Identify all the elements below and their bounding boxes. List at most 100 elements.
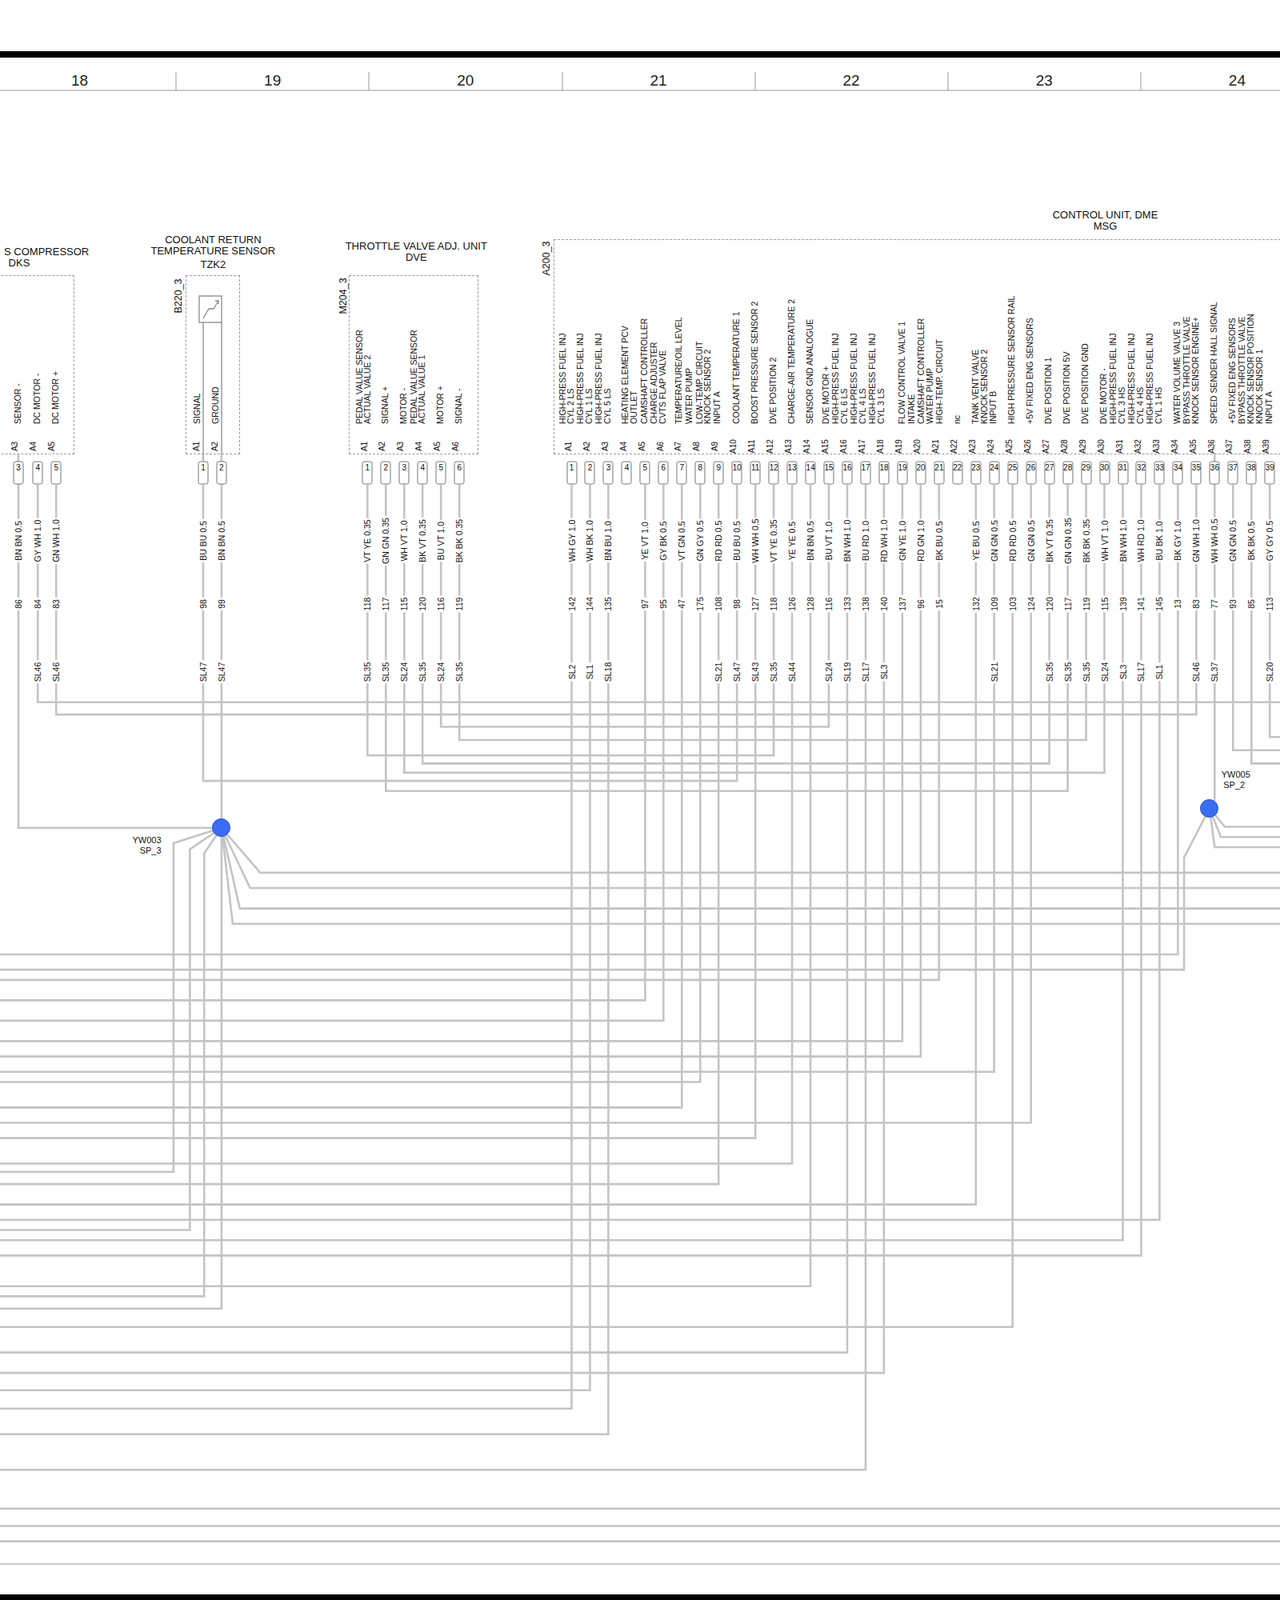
splice-code: SL35 (1080, 660, 1092, 684)
wire-color: BK VT 0.35 (417, 517, 428, 564)
pin-code: A14 (803, 439, 812, 454)
pin-code: A6 (452, 440, 460, 451)
connector-pin: 2 (380, 460, 392, 484)
pin-code: A23 (968, 439, 977, 454)
pin-function: CVTS FLAP VALVE (658, 349, 668, 424)
wire-color: RD GN 1.0 (916, 519, 927, 564)
splice-wire (221, 828, 1280, 888)
wire (0, 484, 811, 1287)
wire-color: GN GN 0.35 (1062, 516, 1073, 566)
splice-code: SL43 (750, 660, 761, 684)
pin-function: KNOCK SENSOR ENGINE+ (1191, 316, 1200, 424)
splice-code: SL24 (824, 660, 835, 684)
pin-code: A1 (192, 440, 201, 451)
splice-wire (221, 828, 1280, 873)
pin-code: A18 (876, 439, 885, 454)
pin-code: A5 (433, 440, 442, 451)
wire (37, 484, 1280, 703)
pin-function: HIGH PRESSURE SENSOR RAIL (1007, 295, 1016, 424)
pin-function: BYPASS THROTTLE VALVE (1236, 316, 1246, 424)
pin-code: A37 (1225, 439, 1234, 454)
pin-code: A7 (674, 440, 683, 451)
pin-function: GROUND (211, 386, 220, 424)
pin-function: HIGH-PRESS FUEL INJ (1126, 332, 1136, 424)
connector-pin: 23 (970, 460, 981, 484)
component-box: S COMPRESSORDKS (0, 275, 75, 454)
pin-code: A16 (840, 439, 848, 454)
connector-pin: 16 (842, 460, 853, 484)
splice-code: SL35 (417, 660, 428, 684)
pin-code: A1 (564, 440, 573, 451)
wire-number: 93 (1228, 597, 1239, 611)
pin-function: INPUT B (988, 390, 998, 424)
splice-code: SL20 (1264, 660, 1276, 684)
pin-function: HIGH-PRESS FUEL INJ (867, 332, 876, 424)
splice-code: SL37 (1209, 660, 1220, 684)
pin-function: CYL 1 HS (1154, 386, 1164, 424)
pin-function: HIGH-PRESS FUEL INJ (558, 332, 568, 424)
connector-pin: 4 (417, 460, 428, 484)
splice-wire (1209, 808, 1280, 838)
pin-function: DC MOTOR - (32, 372, 42, 424)
wire (203, 484, 737, 781)
pin-code: A2 (583, 440, 592, 451)
pin-code: A3 (11, 440, 20, 451)
splice-code: SL35 (1062, 660, 1073, 684)
pin-function: KNOCK SENSOR 1 (1255, 348, 1264, 424)
splice-code: SL3 (1117, 662, 1128, 681)
wire-color: GN GN 0.35 (380, 516, 392, 566)
connector-pin: 33 (1154, 460, 1165, 484)
connector-pin: 3 (399, 460, 410, 484)
column-divider (1140, 72, 1142, 91)
splice-code: SL35 (362, 660, 373, 684)
pin-code: A21 (932, 439, 940, 454)
wire-number: 117 (380, 596, 392, 613)
connector-pin: 10 (732, 460, 743, 484)
pin-code: A32 (1134, 439, 1143, 454)
sensor-symbol (199, 296, 222, 461)
splice-label: SP_2 (1222, 780, 1246, 789)
pin-code: A9 (711, 440, 720, 451)
component-title: COOLANT RETURN TEMPERATURE SENSOR (132, 235, 293, 257)
pin-function: DVE POSITION GND (1080, 343, 1090, 424)
wire-color: BU VT 1.0 (824, 520, 835, 562)
pin-code: A24 (987, 439, 996, 454)
pin-function: CYL 4 HS (1136, 386, 1145, 424)
reference-designator: M204_3 (337, 277, 348, 314)
splice-point: YW003SP_3 (212, 818, 231, 837)
pin-function: SENSOR GND ANALOGUE (805, 318, 815, 424)
wire (422, 484, 1049, 764)
splice-code: SL17 (1136, 660, 1147, 684)
wire-color: BU BK 1.0 (1154, 520, 1165, 563)
wire-number: 108 (713, 596, 724, 614)
pin-function: TEMPERATURE/OIL LEVEL (674, 316, 684, 424)
splice-code: SL47 (732, 660, 743, 684)
pin-function: KNOCK SENSOR 2 (980, 348, 989, 424)
connector-pin: 34 (1172, 460, 1184, 484)
wire-color: BK GY 1.0 (1172, 520, 1184, 563)
splice-code: SL46 (32, 660, 44, 684)
pin-function: BYPASS THROTTLE VALVE (1181, 316, 1191, 424)
pin-code: A35 (1189, 439, 1198, 454)
pin-function: WATER VOLUME VALVE 3 (1172, 321, 1182, 424)
pin-function: DVE POSITION 2 (768, 356, 778, 424)
pin-function: +5V FIXED ENG SENSORS (1228, 317, 1237, 424)
pin-code: A20 (913, 439, 922, 454)
connector-pin: 24 (988, 460, 1000, 484)
sensor-lead (220, 322, 222, 461)
splice-code: SL35 (1044, 660, 1055, 684)
connector-pin: 28 (1062, 460, 1073, 484)
pin-code: A26 (1024, 439, 1032, 454)
pin-code: A13 (784, 439, 793, 454)
wire-number: 119 (1080, 596, 1092, 613)
wire (56, 484, 1196, 715)
splice-code: SL21 (988, 660, 1000, 684)
splice-wire (0, 808, 1210, 971)
column-divider (948, 72, 949, 91)
wire-number: 77 (1209, 597, 1220, 611)
pin-function: CYL 6 LS (840, 388, 849, 424)
wire-color: WH BK 1.0 (584, 518, 596, 564)
pin-function: TANK VENT VALVE (970, 348, 980, 424)
connector-pin: 18 (878, 460, 889, 484)
